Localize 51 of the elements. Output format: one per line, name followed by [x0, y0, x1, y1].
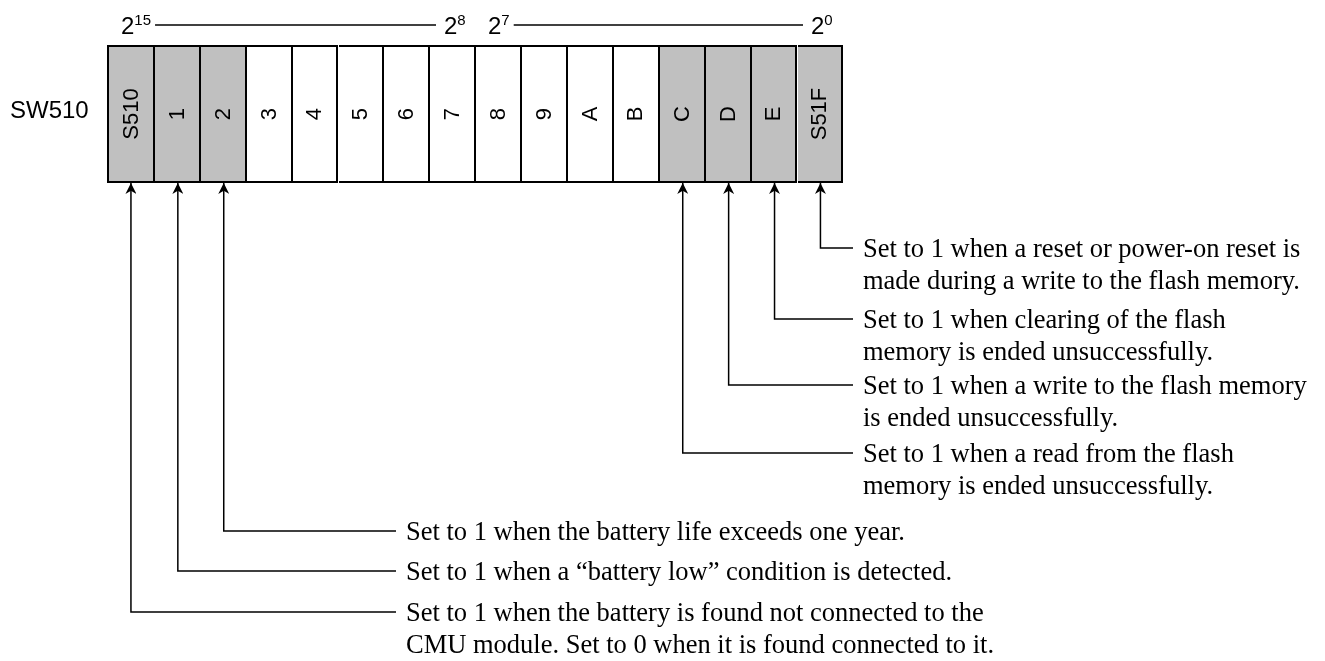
register-bit-cell	[476, 45, 523, 183]
bit-label: B	[622, 106, 649, 122]
bit-description: Set to 1 when a write to the flash memory is ended unsuccessfully.	[853, 369, 1319, 433]
bit-weight: 2$^{0}$	[811, 12, 833, 38]
bit-label: E	[760, 106, 787, 122]
register-bit-cell	[751, 45, 798, 183]
register-bit-cell	[659, 45, 706, 183]
register-bit-cell	[200, 45, 247, 183]
leader-arrow	[723, 182, 854, 386]
bit-description: Set to 1 when clearing of the flash memory is ended unsuccessfully.	[853, 303, 1265, 367]
register-bit-cell	[338, 45, 385, 183]
bit-description: Set to 1 when a read from the flash memory is ended unsuccessfully.	[853, 437, 1265, 501]
bit-weight: 2$^{7}$	[488, 12, 510, 38]
leader-arrow	[218, 182, 397, 532]
bit-label: S510	[117, 88, 144, 140]
bit-weight: 2$^{8}$	[444, 12, 466, 38]
bit-label: 9	[531, 107, 558, 121]
leader-arrow	[769, 182, 854, 320]
leader-arrow	[125, 182, 397, 613]
register-bit-cell	[292, 45, 339, 183]
register-bit-cell	[705, 45, 752, 183]
bit-label: 7	[439, 107, 466, 121]
bit-weight: 2$^{15}$	[121, 12, 152, 38]
bit-label: A	[576, 106, 603, 122]
register-bit-cell	[107, 45, 155, 183]
bit-label: 3	[255, 107, 282, 121]
bit-label: C	[668, 106, 695, 122]
bit-description: Set to 1 when the battery life exceeds one year.	[396, 515, 1036, 547]
bit-label: 8	[485, 107, 512, 121]
bit-label: 4	[301, 107, 328, 121]
register-bit-cell	[430, 45, 477, 183]
register-bit-cell	[384, 45, 431, 183]
bit-label: D	[714, 106, 741, 122]
bit-label: 6	[393, 107, 420, 121]
leader-arrow	[814, 182, 854, 249]
leader-arrow	[172, 182, 397, 572]
bit-label: 5	[347, 107, 374, 121]
bit-label: 2	[209, 107, 236, 121]
register-bit-cell	[568, 45, 614, 183]
register-bit-cell	[154, 45, 201, 183]
register-bit-cell	[613, 45, 660, 183]
leader-arrow	[677, 182, 854, 454]
register-bit-cell	[246, 45, 293, 183]
bit-label: S51F	[806, 87, 833, 141]
bit-description: Set to 1 when a “battery low” condition is detected.	[396, 555, 1036, 587]
register-bit-cell	[797, 45, 844, 183]
bit-description: Set to 1 when a reset or power-on reset is made during a write to the flash memory.	[853, 232, 1315, 296]
bit-description: Set to 1 when the battery is found not connected to the CMU module. Set to 0 when it is found connected to it.	[396, 596, 1016, 660]
register-bit-cell	[522, 45, 568, 183]
bit-label: 1	[163, 107, 190, 121]
register-name: SW510	[10, 98, 89, 122]
